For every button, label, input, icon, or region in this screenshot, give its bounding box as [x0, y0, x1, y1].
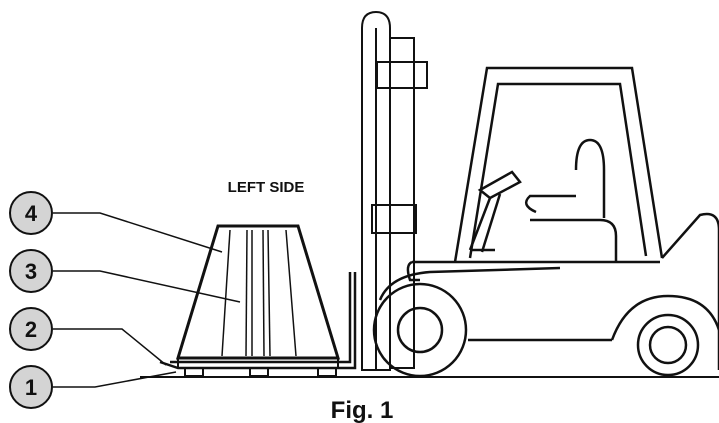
side-label: LEFT SIDE [228, 179, 305, 196]
callout-leaders [53, 212, 241, 388]
figure-caption: Fig. 1 [331, 397, 394, 423]
callout-2: 2 [9, 307, 53, 351]
forklift-mast [361, 10, 428, 371]
leader-1 [53, 371, 177, 388]
tapered-load [175, 224, 341, 360]
leader-4 [53, 212, 223, 253]
callout-number: 4 [25, 201, 38, 226]
leader-2 [53, 328, 167, 366]
callout-4: 4 [9, 191, 53, 235]
forklift-body [378, 66, 719, 370]
rear-wheel [636, 313, 700, 377]
callout-1: 1 [9, 365, 53, 409]
leader-3 [53, 270, 241, 303]
callout-number: 2 [25, 317, 37, 342]
callout-3: 3 [9, 249, 53, 293]
callout-number: 3 [25, 259, 37, 284]
front-wheel [372, 282, 468, 378]
callout-number: 1 [25, 375, 37, 400]
pallet [177, 357, 339, 377]
